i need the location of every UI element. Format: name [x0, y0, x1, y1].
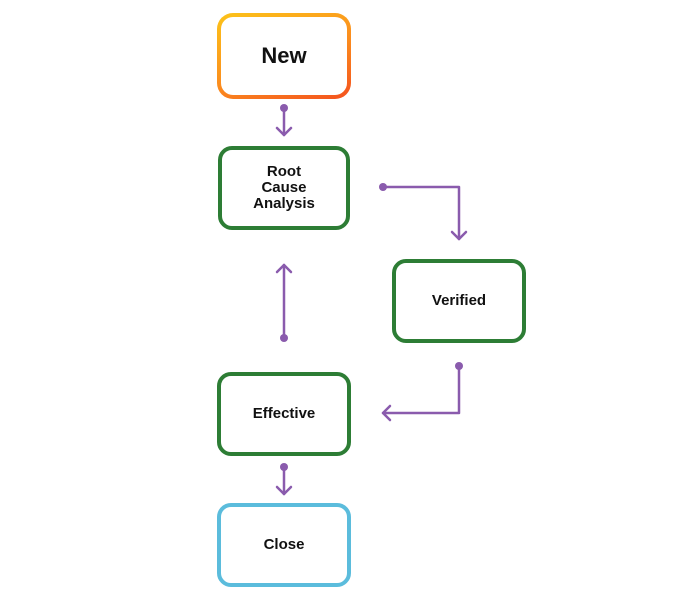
- arrow-effective-to-root-cause: [275, 263, 293, 340]
- arrow-new-to-root-cause: [275, 106, 293, 137]
- node-verified: Verified: [392, 259, 526, 343]
- arrow-effective-to-close: [275, 465, 293, 496]
- node-new: New: [217, 13, 351, 99]
- arrow-verified-to-effective: [381, 364, 461, 422]
- node-close-label: Close: [263, 536, 305, 553]
- connector-dot: [379, 183, 387, 191]
- node-verified-label: Verified: [431, 292, 487, 309]
- connector-dot: [280, 463, 288, 471]
- connector-dot: [280, 334, 288, 342]
- node-new-label: New: [221, 17, 347, 95]
- node-effective-label: Effective: [252, 405, 316, 422]
- connector-dot: [280, 104, 288, 112]
- node-effective: Effective: [217, 372, 351, 456]
- node-root-cause-label: Root Cause Analysis: [253, 163, 315, 212]
- node-close: Close: [217, 503, 351, 587]
- connector-dot: [455, 362, 463, 370]
- node-root-cause-analysis: Root Cause Analysis: [218, 146, 350, 230]
- arrow-root-cause-to-verified: [381, 185, 468, 241]
